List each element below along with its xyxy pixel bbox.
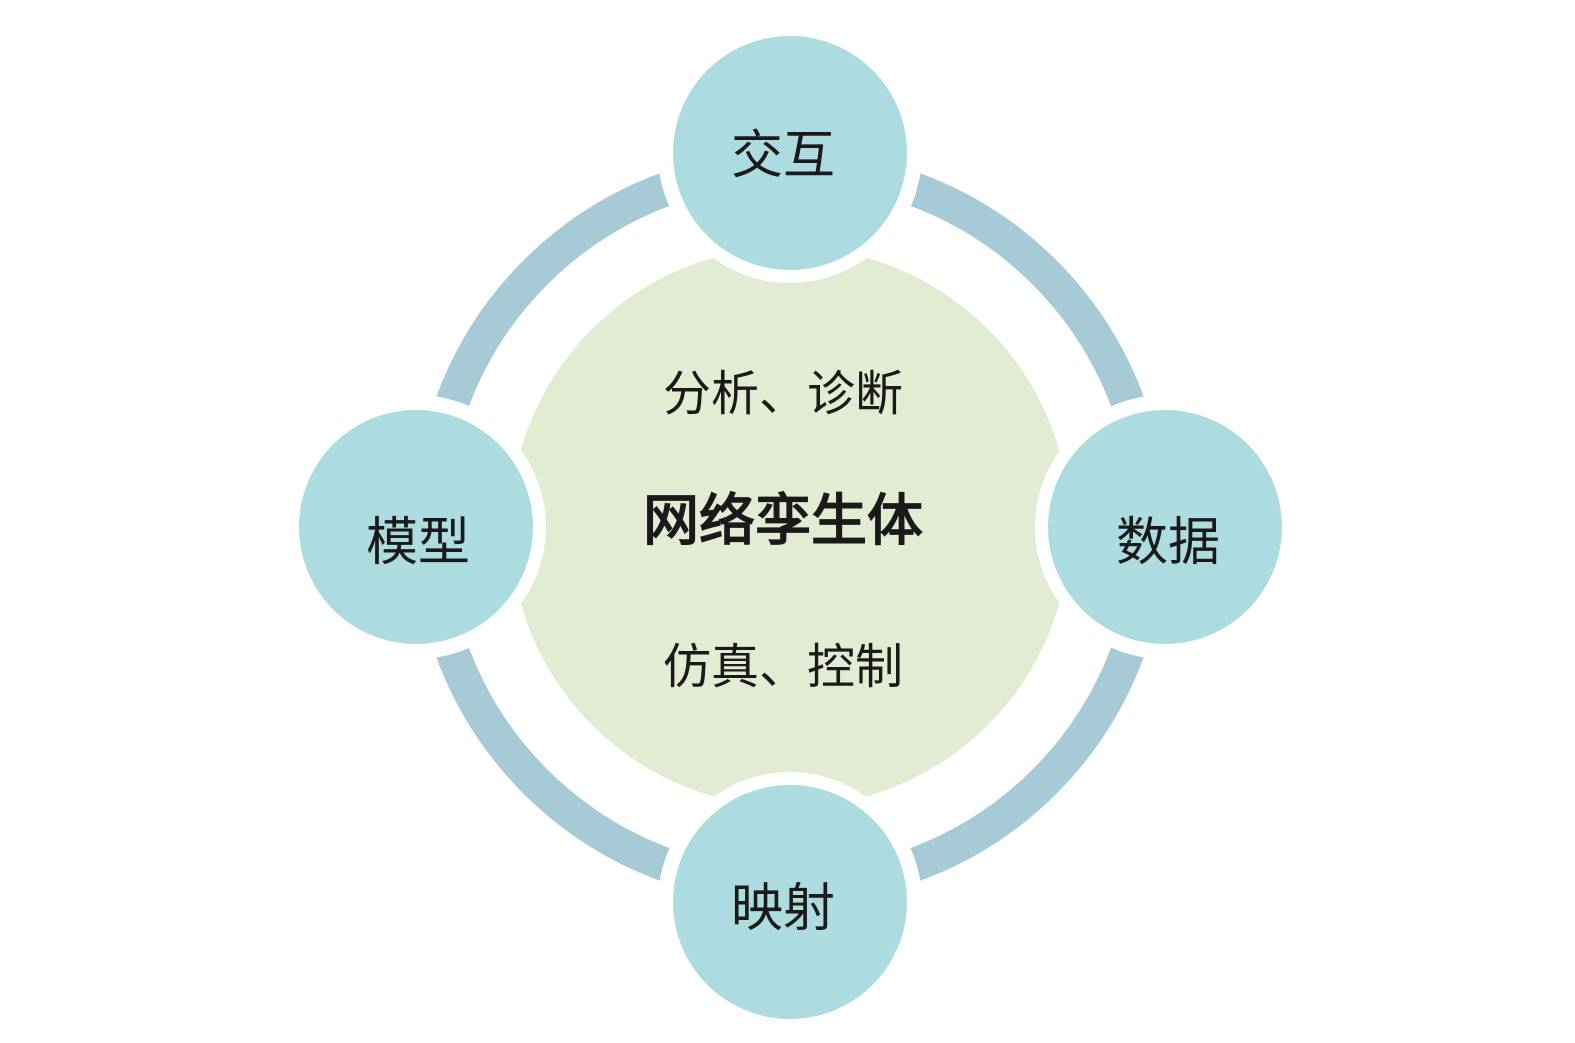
node-right-label: 数据 [1116, 513, 1220, 573]
node-left: 模型 [299, 410, 533, 644]
node-right: 数据 [1048, 410, 1282, 644]
node-left-circle [299, 410, 533, 644]
center-title: 网络孪生体 [643, 489, 923, 554]
node-bottom-label: 映射 [731, 879, 835, 939]
node-top-circle [673, 36, 907, 270]
node-bottom-circle [673, 785, 907, 1019]
node-bottom: 映射 [673, 785, 907, 1019]
node-right-circle [1048, 410, 1282, 644]
node-left-label: 模型 [366, 513, 470, 573]
center-top-text: 分析、诊断 [663, 366, 903, 422]
node-top-label: 交互 [731, 126, 835, 186]
node-top: 交互 [673, 36, 907, 270]
center-circle [510, 247, 1070, 807]
center-bottom-text: 仿真、控制 [663, 639, 903, 695]
